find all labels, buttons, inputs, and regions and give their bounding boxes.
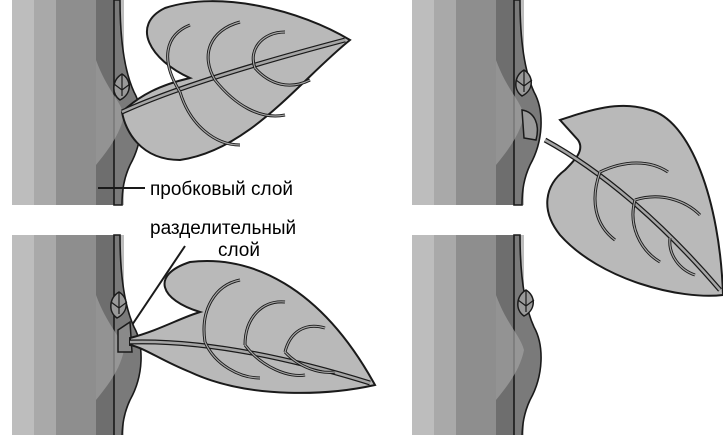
separation-layer-label-line1: разделительный [150,218,296,239]
panel-leaf-attached [12,0,350,205]
separation-layer-label-line2: слой [218,240,260,261]
panel-separation-layer [12,235,375,435]
panel-leaf-scar [412,235,541,435]
leaf-blade [122,1,350,160]
cork-layer-label: пробковый слой [150,179,293,200]
